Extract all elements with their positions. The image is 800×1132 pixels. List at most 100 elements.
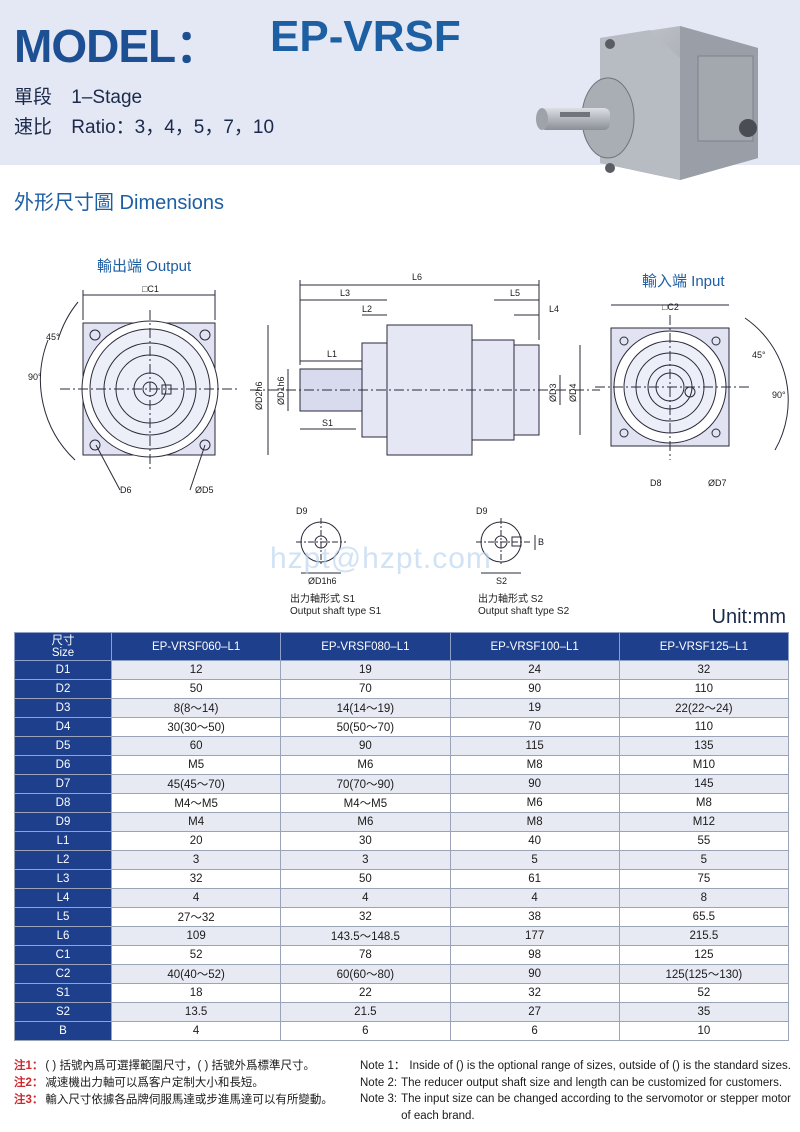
table-cell: M8 (449, 755, 620, 775)
column-header: EP-VRSF060–L1 (110, 632, 282, 661)
table-cell: 90 (280, 736, 451, 756)
table-cell: 50 (110, 679, 282, 699)
note-cn-tag: 注2： (14, 1077, 44, 1089)
row-label: L1 (14, 831, 112, 851)
table-cell: 8 (618, 888, 790, 908)
label-c2: □C2 (662, 302, 679, 312)
stage-line: 單段 1–Stage (14, 82, 142, 109)
row-label: D6 (14, 755, 112, 775)
table-cell: 61 (449, 869, 620, 889)
table-cell: 32 (449, 983, 620, 1003)
table-cell: M4～M5 (110, 793, 282, 813)
note-en-tag: Note 1： (360, 1060, 406, 1072)
table-cell: 45(45～70) (110, 774, 282, 794)
row-label: C2 (14, 964, 112, 984)
shaft-s1-caption: 出力軸形式 S1 Output shaft type S1 (290, 594, 381, 618)
size-header-en: Size (51, 646, 75, 659)
table-cell: 3 (110, 850, 282, 870)
table-cell: 75 (618, 869, 790, 889)
header-band: MODEL： EP-VRSF 單段 1–Stage 速比 Ratio：3，4，5… (0, 0, 800, 180)
ratio-label: 速比 (14, 117, 53, 138)
note-en-text: The reducer output shaft size and length… (401, 1076, 783, 1089)
note-cn-1: 注1：( ) 括號內爲可選擇範圍尺寸，( ) 括號外爲標準尺寸。 (14, 1058, 359, 1075)
row-label: D3 (14, 698, 112, 718)
table-cell: 90 (449, 774, 620, 794)
table-cell: 32 (110, 869, 282, 889)
table-cell: 40(40～52) (110, 964, 282, 984)
table-cell: 90 (449, 964, 620, 984)
table-cell: 32 (280, 907, 451, 927)
row-label: D8 (14, 793, 112, 813)
table-cell: 6 (280, 1021, 451, 1041)
table-cell: 98 (449, 945, 620, 965)
label-s2: S2 (496, 576, 507, 586)
row-label: L3 (14, 869, 112, 889)
label-d7: ØD7 (708, 478, 727, 488)
table-cell: 8(8～14) (110, 698, 282, 718)
table-cell: 19 (449, 698, 620, 718)
label-l6: L6 (412, 272, 422, 282)
row-label: L6 (14, 926, 112, 946)
row-label: D7 (14, 774, 112, 794)
table-cell: 14(14～19) (280, 698, 451, 718)
table-cell: 22(22～24) (618, 698, 790, 718)
table-cell: 215.5 (618, 926, 790, 946)
unit-label: Unit:mm (711, 606, 786, 628)
shaft-s1-cn: 出力軸形式 S1 (290, 594, 356, 605)
table-cell: 110 (618, 679, 790, 699)
table-cell: 135 (618, 736, 790, 756)
notes-chinese: 注1：( ) 括號內爲可選擇範圍尺寸，( ) 括號外爲標準尺寸。 注2：减速機出… (14, 1058, 359, 1109)
label-d1h6: ØD1h6 (276, 376, 286, 405)
table-cell: 6 (449, 1021, 620, 1041)
label-l4: L4 (549, 304, 559, 314)
table-cell: 27～32 (110, 907, 282, 927)
table-cell: 65.5 (618, 907, 790, 927)
label-s1: S1 (322, 418, 333, 428)
table-cell: M5 (110, 755, 282, 775)
label-l1: L1 (327, 349, 337, 359)
table-cell: M6 (280, 755, 451, 775)
note-en-text: Inside of () is the optional range of si… (409, 1060, 792, 1072)
ratio-line: 速比 Ratio：3，4，5，7，10 (14, 112, 274, 139)
watermark: hzpt@hzpt.com (270, 542, 492, 575)
label-90-left: 90° (28, 372, 42, 382)
column-header: EP-VRSF100–L1 (449, 632, 620, 661)
label-d9-s2: D9 (476, 506, 488, 516)
label-45-right: 45° (752, 350, 766, 360)
table-cell: 5 (618, 850, 790, 870)
model-value: EP-VRSF (270, 12, 461, 61)
input-view-caption: 輸入端 Input (642, 273, 725, 290)
row-label: D1 (14, 660, 112, 680)
table-cell: 4 (110, 888, 282, 908)
table-cell: 70(70～90) (280, 774, 451, 794)
column-header: EP-VRSF080–L1 (280, 632, 451, 661)
label-d5: ØD5 (195, 485, 214, 495)
table-cell: M10 (618, 755, 790, 775)
row-label: B (14, 1021, 112, 1041)
label-c1: □C1 (142, 284, 159, 294)
ratio-value: Ratio：3，4，5，7，10 (71, 117, 275, 138)
table-cell: 177 (449, 926, 620, 946)
table-cell: 13.5 (110, 1002, 282, 1022)
table-cell: 30 (280, 831, 451, 851)
table-cell: 115 (449, 736, 620, 756)
table-cell: 145 (618, 774, 790, 794)
note-cn-tag: 注1： (14, 1060, 44, 1072)
shaft-s1-en: Output shaft type S1 (290, 606, 382, 617)
shaft-s2-caption: 出力軸形式 S2 Output shaft type S2 (478, 594, 569, 618)
size-header: 尺寸 Size (14, 632, 112, 661)
table-cell: 4 (449, 888, 620, 908)
table-cell: 109 (110, 926, 282, 946)
table-cell: 21.5 (280, 1002, 451, 1022)
